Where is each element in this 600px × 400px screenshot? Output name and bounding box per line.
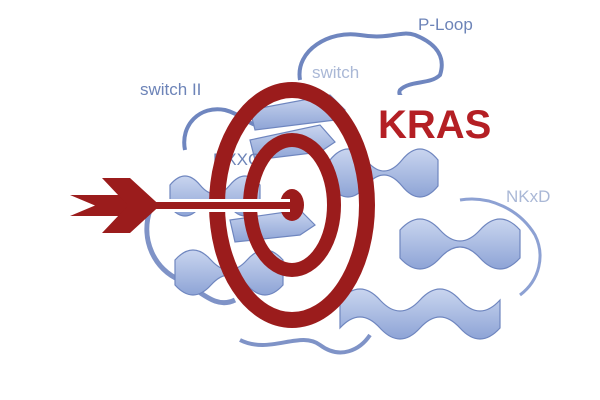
helix-center — [329, 148, 439, 198]
label-nkxd: NKxD — [506, 187, 550, 206]
label-switch-2: switch II — [140, 80, 201, 99]
title-backdrop — [370, 95, 515, 147]
helix-right — [399, 218, 521, 270]
helix-bottom-right — [339, 288, 501, 340]
label-p-loop: P-Loop — [418, 15, 473, 34]
right-coil — [459, 197, 542, 297]
label-switch-1: switch — [312, 63, 359, 82]
kras-title: KRAS — [378, 103, 491, 147]
arrow-icon — [70, 178, 290, 233]
lower-coil — [239, 333, 372, 355]
p-loop-coil — [297, 31, 444, 112]
